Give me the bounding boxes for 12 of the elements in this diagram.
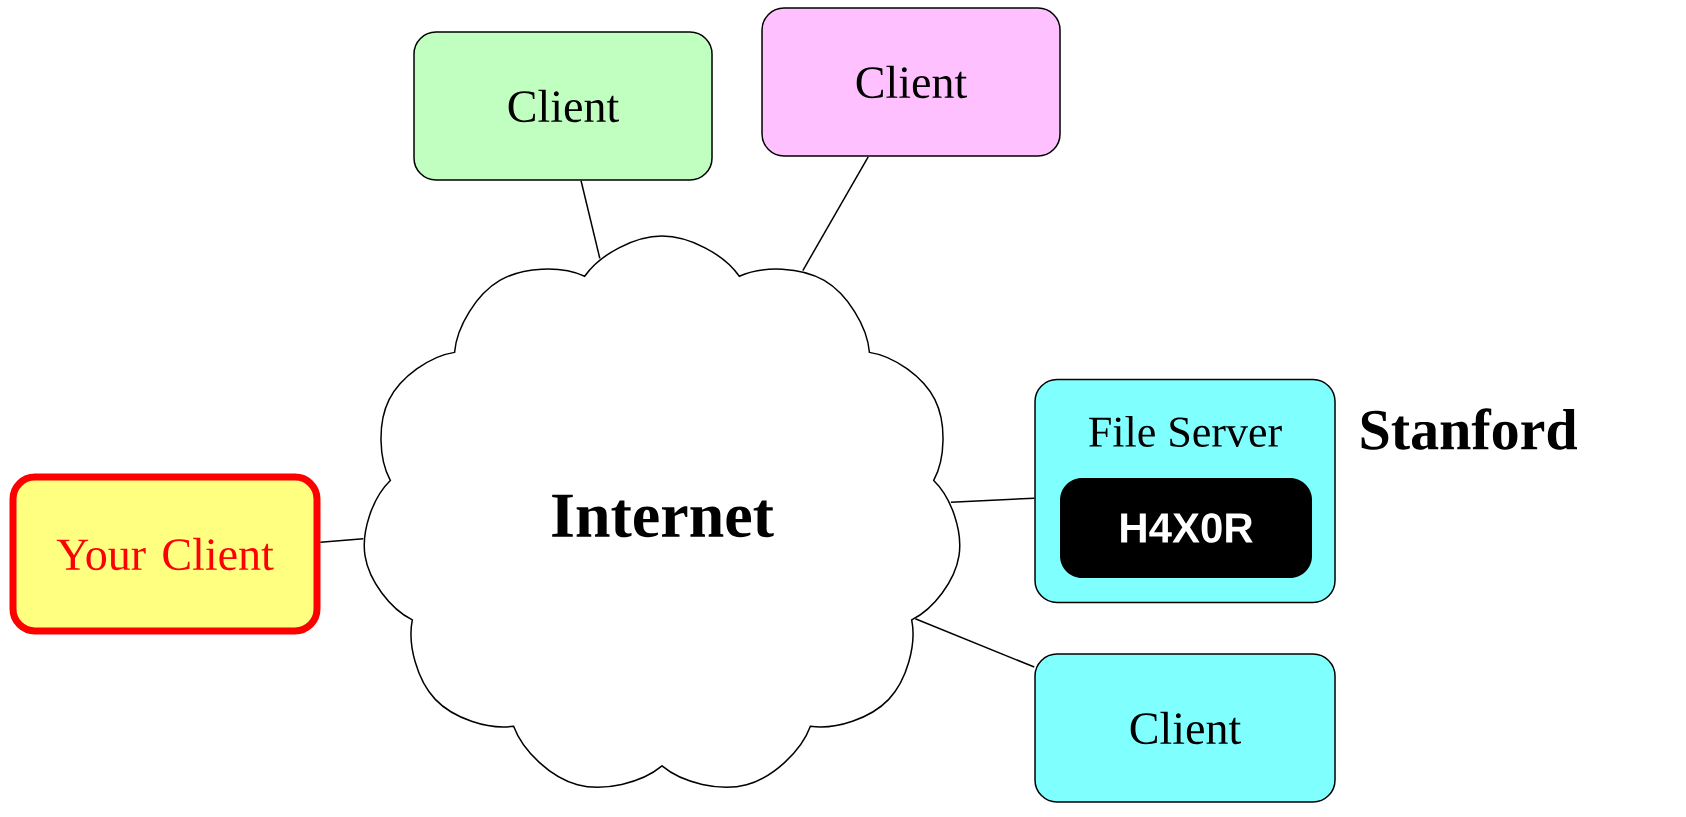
client-box: Your Client <box>9 473 321 635</box>
connector-line <box>950 497 1035 503</box>
network-cloud: Internet <box>363 235 961 788</box>
hostname-box: H4X0R <box>1060 478 1312 578</box>
organization-label: Stanford <box>1361 408 1578 450</box>
connector-line <box>914 618 1035 668</box>
client-box: Client <box>413 31 713 181</box>
connector-line <box>580 180 601 260</box>
connector-line <box>319 538 365 543</box>
connector-line <box>802 156 869 272</box>
client-box: Client <box>1034 653 1336 803</box>
client-box: Client <box>761 7 1061 157</box>
